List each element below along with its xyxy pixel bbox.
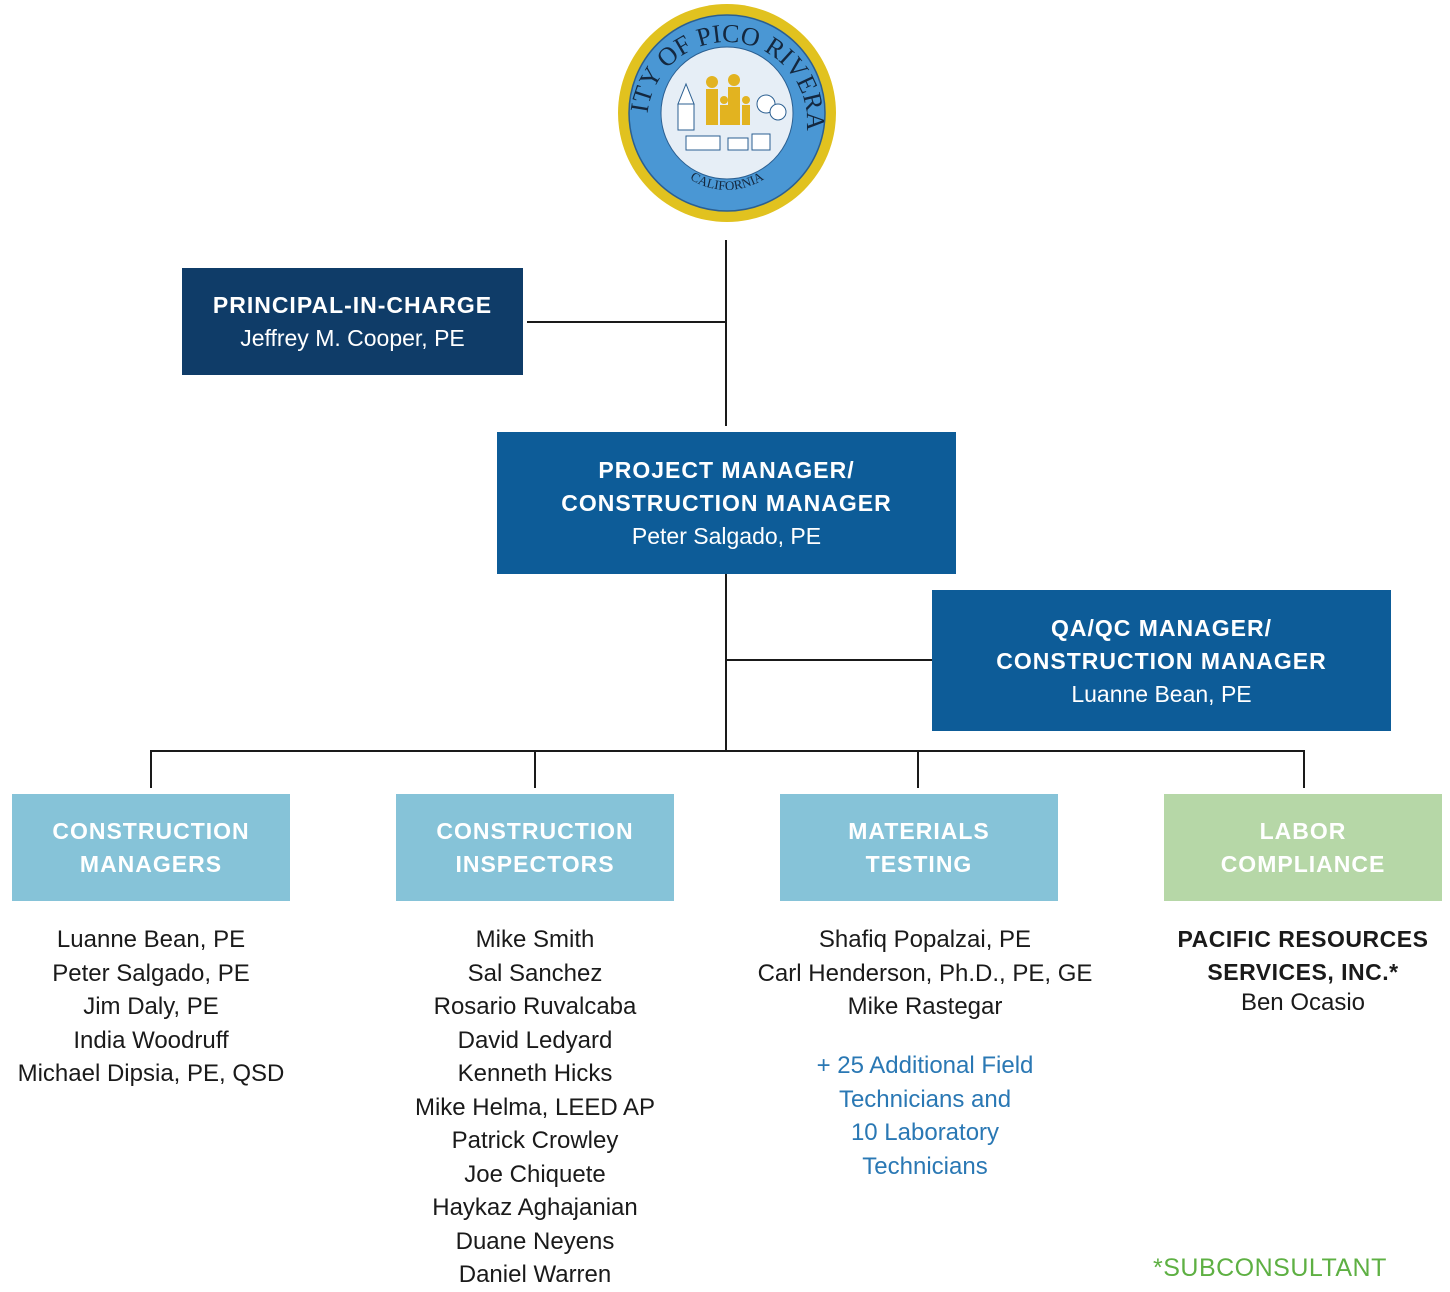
- group-title-line2: MANAGERS: [79, 850, 223, 877]
- connector-drop-1: [150, 750, 152, 788]
- pm-title-line2: CONSTRUCTION MANAGER: [561, 490, 892, 516]
- connector-pm-to-teams: [725, 574, 727, 752]
- list-item: Kenneth Hicks: [457, 1060, 613, 1087]
- list-item: Mike Rastegar: [847, 993, 1003, 1020]
- construction-inspectors-box: CONSTRUCTION INSPECTORS: [396, 794, 674, 901]
- connector-seal-to-pm: [725, 240, 727, 426]
- principal-name: Jeffrey M. Cooper, PE: [240, 325, 465, 351]
- qaqc-manager-box: QA/QC MANAGER/ CONSTRUCTION MANAGER Luan…: [932, 590, 1391, 731]
- construction-inspectors-list: Mike Smith Sal Sanchez Rosario Ruvalcaba…: [384, 923, 686, 1292]
- construction-managers-list: Luanne Bean, PE Peter Salgado, PE Jim Da…: [0, 923, 302, 1091]
- connector-drop-3: [917, 750, 919, 788]
- materials-testing-box: MATERIALS TESTING: [780, 794, 1058, 901]
- pm-title-line1: PROJECT MANAGER/: [598, 457, 855, 483]
- group-title-line1: CONSTRUCTION: [436, 817, 634, 844]
- subconsultant-contact: Ben Ocasio: [1240, 989, 1366, 1016]
- connector-horizontal-bus: [150, 750, 1305, 752]
- connector-principal: [527, 321, 727, 323]
- subconsultant-footnote: *SUBCONSULTANT: [1153, 1254, 1387, 1282]
- connector-qaqc: [725, 659, 933, 661]
- list-item: Peter Salgado, PE: [52, 959, 250, 987]
- list-item: Shafiq Popalzai, PE: [818, 926, 1032, 953]
- qaqc-name: Luanne Bean, PE: [1071, 680, 1252, 707]
- city-seal-logo: CITY OF PICO RIVERA CALIFORNIA: [616, 2, 836, 222]
- principal-title: PRINCIPAL-IN-CHARGE: [212, 292, 493, 318]
- list-item: Duane Neyens: [455, 1227, 615, 1255]
- group-title-line2: COMPLIANCE: [1220, 850, 1386, 877]
- list-item: Haykaz Aghajanian: [432, 1194, 638, 1221]
- list-item: Jim Daly, PE: [83, 993, 219, 1020]
- list-item: Patrick Crowley: [451, 1127, 619, 1154]
- connector-drop-4: [1303, 750, 1305, 788]
- group-title-line1: LABOR: [1259, 817, 1347, 844]
- labor-compliance-box: LABOR COMPLIANCE: [1164, 794, 1442, 901]
- qaqc-title-line2: CONSTRUCTION MANAGER: [996, 647, 1327, 674]
- principal-in-charge-box: PRINCIPAL-IN-CHARGE Jeffrey M. Cooper, P…: [182, 268, 523, 375]
- list-item: Michael Dipsia, PE, QSD: [17, 1060, 285, 1087]
- list-item: Rosario Ruvalcaba: [433, 993, 637, 1020]
- group-title-line2: TESTING: [865, 850, 973, 877]
- group-title-line2: INSPECTORS: [455, 850, 615, 877]
- qaqc-title-line1: QA/QC MANAGER/: [1051, 614, 1272, 641]
- pm-name: Peter Salgado, PE: [631, 523, 822, 549]
- list-item: Luanne Bean, PE: [56, 926, 246, 953]
- list-item: Sal Sanchez: [467, 959, 603, 987]
- connector-drop-2: [534, 750, 536, 788]
- list-item: Mike Helma, LEED AP: [414, 1093, 656, 1121]
- subconsultant-name: PACIFIC RESOURCES SERVICES, INC.*: [1177, 926, 1429, 985]
- materials-testing-list: Shafiq Popalzai, PE Carl Henderson, Ph.D…: [744, 923, 1106, 1024]
- additional-technicians-note: + 25 Additional Field Technicians and 10…: [816, 1052, 1034, 1180]
- list-item: Carl Henderson, Ph.D., PE, GE: [757, 959, 1093, 987]
- project-manager-box: PROJECT MANAGER/ CONSTRUCTION MANAGER Pe…: [497, 432, 956, 574]
- group-title-line1: MATERIALS: [848, 817, 990, 844]
- list-item: David Ledyard: [457, 1026, 613, 1054]
- list-item: Joe Chiquete: [464, 1160, 606, 1188]
- list-item: India Woodruff: [73, 1026, 229, 1054]
- list-item: Daniel Warren: [458, 1261, 612, 1288]
- construction-managers-box: CONSTRUCTION MANAGERS: [12, 794, 290, 901]
- group-title-line1: CONSTRUCTION: [52, 817, 250, 844]
- list-item: Mike Smith: [475, 926, 595, 953]
